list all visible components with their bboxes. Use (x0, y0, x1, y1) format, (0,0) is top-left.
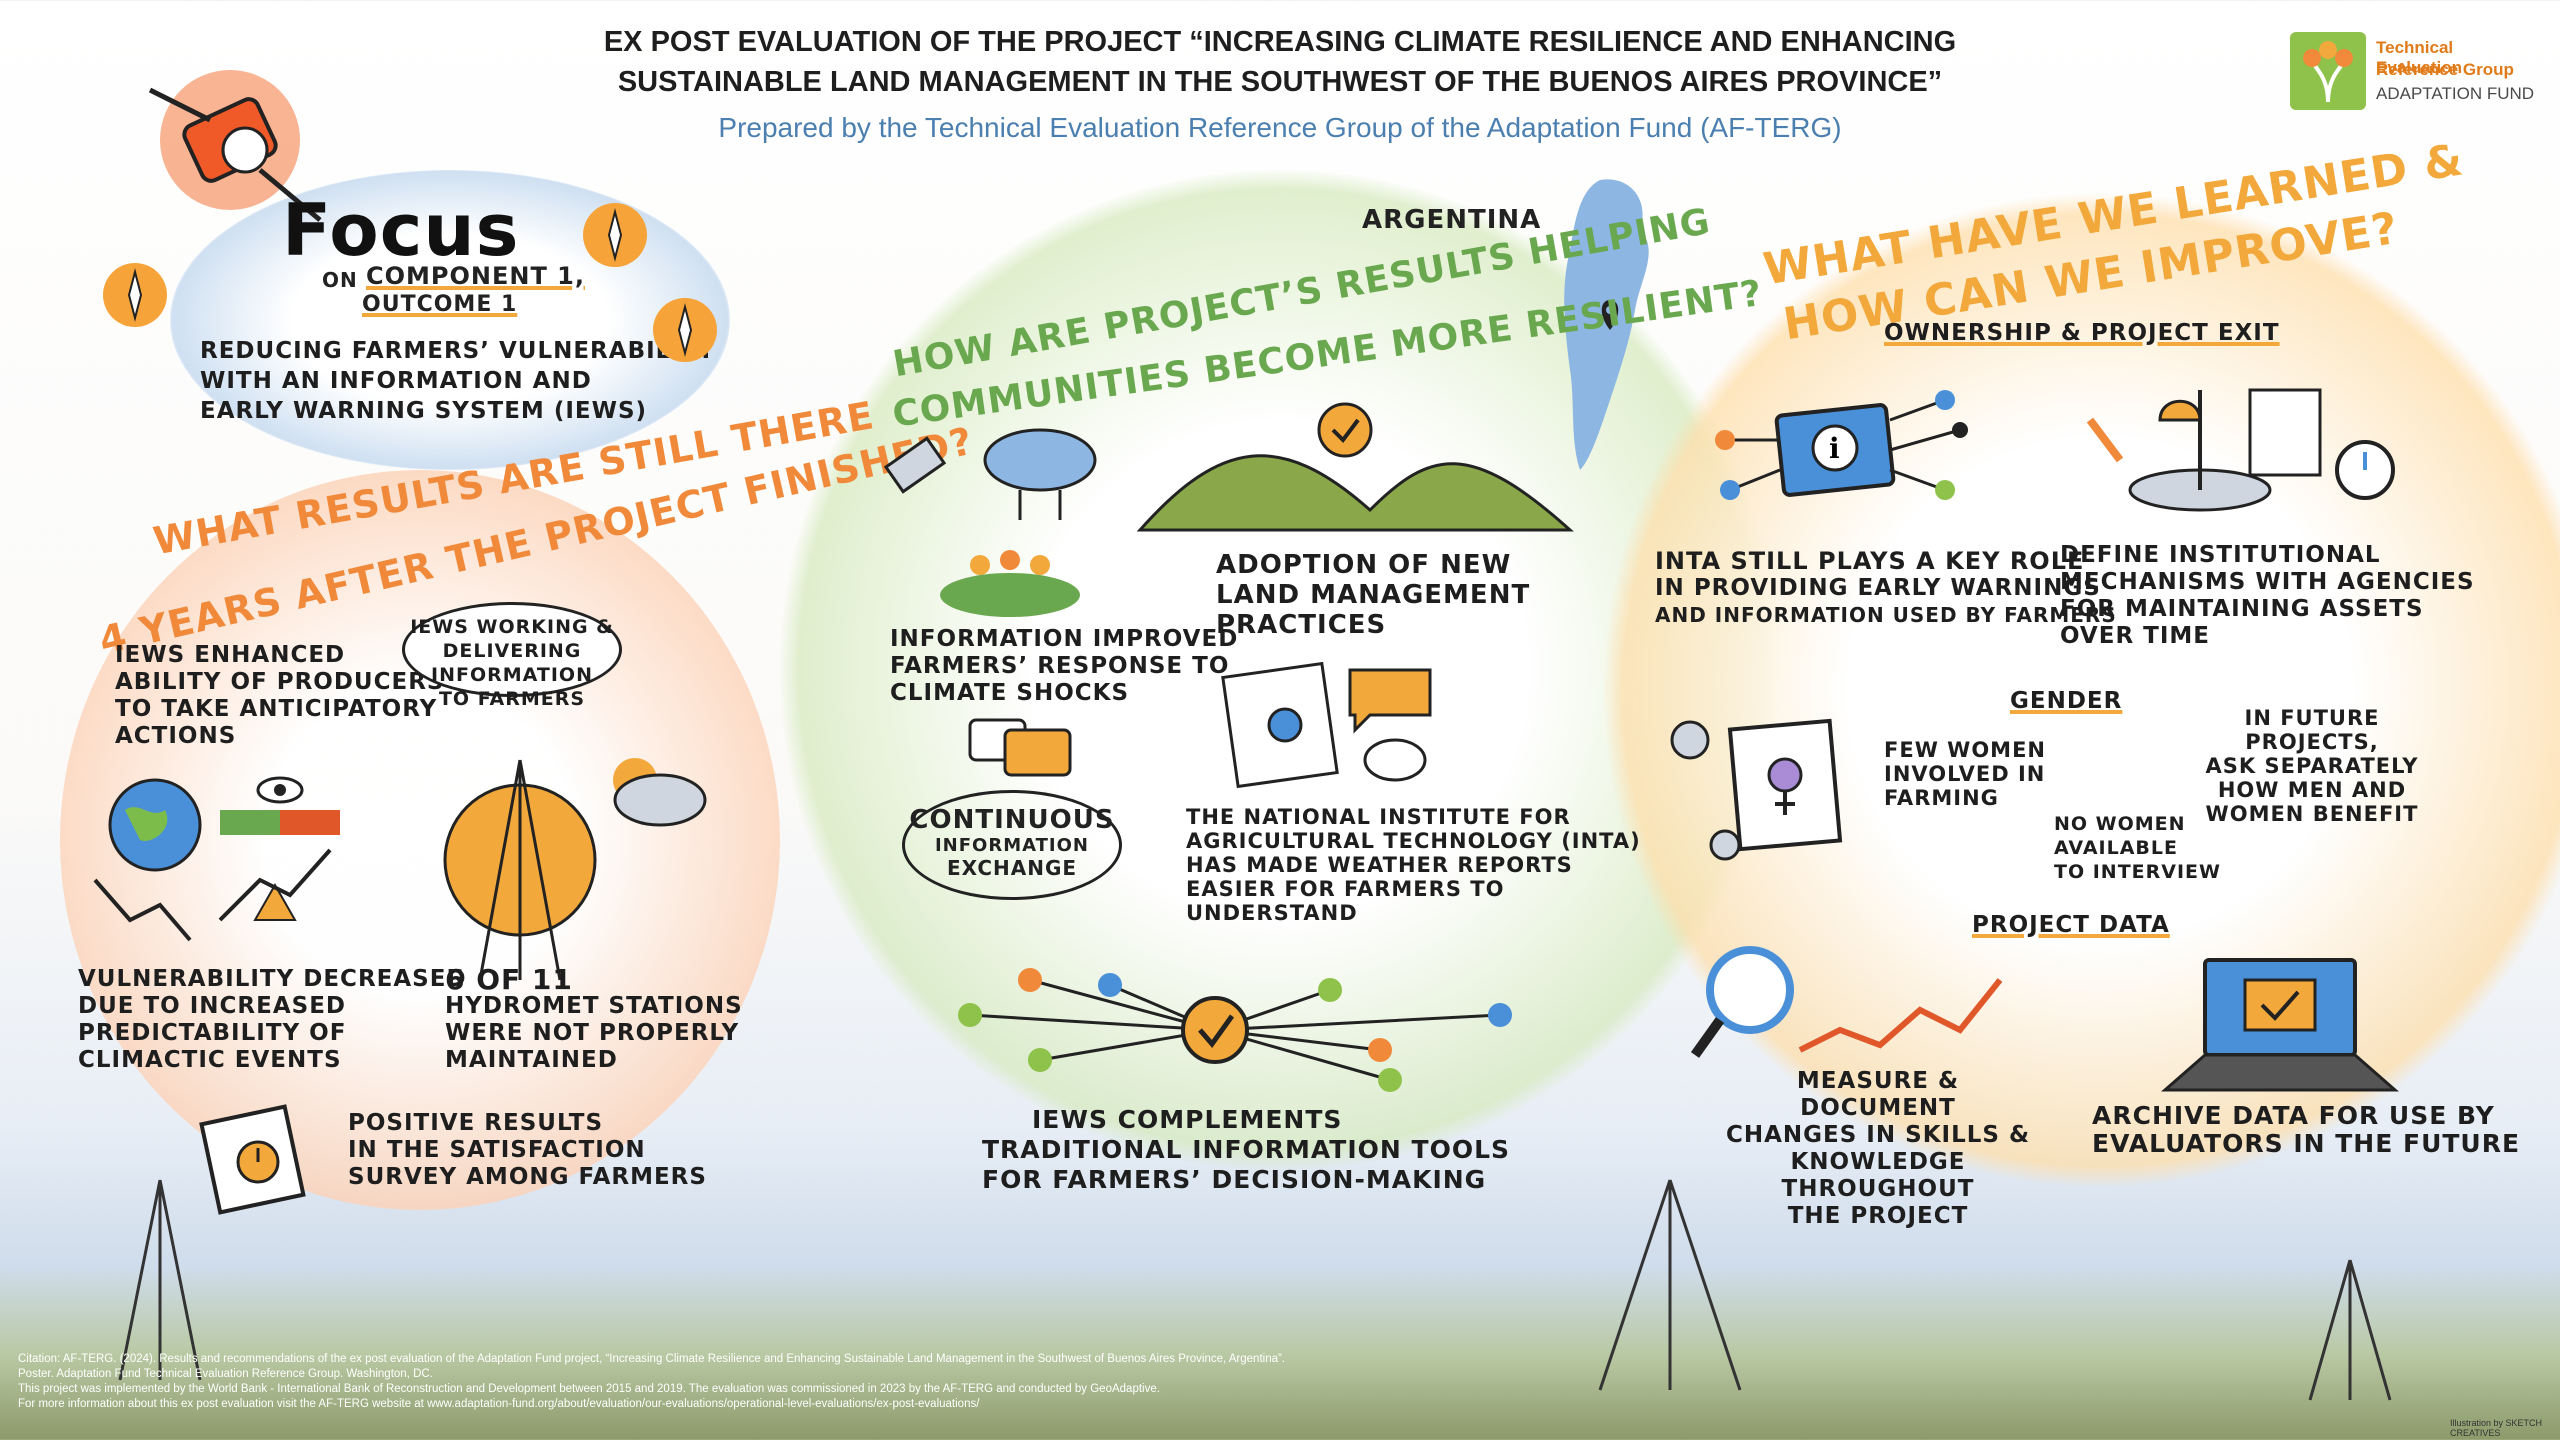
left-item2: Vulnerability decreaseddue to increasedp… (78, 966, 467, 1073)
s2-item2: No womenavailableto interview (2054, 813, 2221, 883)
chat-bubbles-icon (968, 718, 1072, 777)
left-item4: Positive resultsin the satisfactionsurve… (348, 1110, 707, 1190)
magnifier-trend-icon (1690, 946, 2003, 1058)
continuous-exchange-loop: Continuous information exchange (902, 790, 1122, 900)
inta-reports-icon (1221, 661, 1432, 789)
focus-outcome: outcome 1 (362, 292, 518, 317)
focus-line3: early warning system (IEWS) (200, 398, 648, 424)
laptop-folder-icon (2161, 958, 2399, 1092)
sparkle-icon (653, 298, 717, 362)
middle-item4: IEWS complementstraditional information … (982, 1105, 1511, 1194)
af-terg-logo: Technical Evaluation Reference Group ADA… (2290, 32, 2540, 114)
poster-title-line2: SUSTAINABLE LAND MANAGEMENT IN THE SOUTH… (617, 66, 1943, 98)
logo-text-line2: Reference Group (2376, 60, 2514, 79)
logo-text-line1: Technical Evaluation (2376, 38, 2462, 77)
left-item3: 6 of 11hydromet stationswere not properl… (445, 963, 743, 1074)
middle-item3: The national institute foragricultural t… (1186, 805, 1641, 925)
argentina-map (1564, 179, 1649, 470)
middle-item2: Adoption of newland managementpractices (1216, 550, 1531, 640)
svg-text:i: i (1829, 432, 1840, 465)
left-item1: IEWS enhancedability of producersto take… (115, 642, 445, 749)
tools-station-icon (2086, 388, 2395, 512)
info-hub-icon: i (1715, 390, 1968, 500)
middle-item1: Information improvedfarmers’ response to… (890, 626, 1239, 706)
tower-right (2308, 1259, 2392, 1401)
hydromet-station-icon (443, 758, 707, 981)
s2-item1: Few womeninvolved infarming (1884, 738, 2046, 810)
tower-middle (1598, 1179, 1742, 1391)
logo-text-line3: ADAPTATION FUND (2376, 84, 2535, 103)
tower-left (118, 1179, 202, 1381)
focus-word: Focus (282, 188, 520, 272)
focus-on: on (322, 268, 358, 292)
cloud-network-icon (883, 428, 1097, 617)
focus-component: component 1, (366, 262, 585, 290)
s1-item1: INTA still plays a key rolein providing … (1655, 547, 2117, 628)
section-ownership-title: Ownership & project exit (1884, 320, 2280, 346)
poster-title-line1: EX POST EVALUATION OF THE PROJECT “INCRE… (603, 26, 1957, 58)
survey-clipboard-icon (199, 1104, 306, 1215)
s1-item2: Define institutionalmechanisms with agen… (2060, 542, 2475, 649)
sparkle-icon (583, 203, 647, 267)
s2-item3: In future projects,ask separatelyhow men… (2205, 706, 2419, 826)
logo-icon (2290, 32, 2366, 110)
s3-item1: Measure & documentchanges in skills &kno… (1725, 1068, 2031, 1229)
focus-line1: Reducing farmers’ vulnerability (200, 338, 716, 364)
argentina-label: ARGENTINA (1362, 205, 1542, 235)
section-gender-title: Gender (2010, 688, 2123, 714)
right-panel-circle (1600, 170, 2560, 1210)
spotlight-icon (148, 70, 322, 222)
speech-bubble: IEWS working &delivering informationto f… (402, 602, 622, 710)
globe-trend-icon (93, 776, 340, 942)
hills-practices-icon (1136, 402, 1574, 532)
gender-book-icon (1670, 718, 1843, 861)
s3-item2: Archive data for use byevaluators in the… (2092, 1101, 2521, 1158)
section-project-data-title: Project data (1972, 912, 2170, 938)
citation-block: Citation: AF-TERG. (2024). Results and r… (18, 1353, 1286, 1410)
network-check-icon (958, 968, 1512, 1092)
illustrator-credit: Illustration by SKETCH CREATIVES (2450, 1418, 2543, 1438)
focus-line2: with an information and (200, 368, 592, 394)
sparkle-icon (103, 263, 167, 327)
poster-subtitle: Prepared by the Technical Evaluation Ref… (718, 112, 1842, 143)
